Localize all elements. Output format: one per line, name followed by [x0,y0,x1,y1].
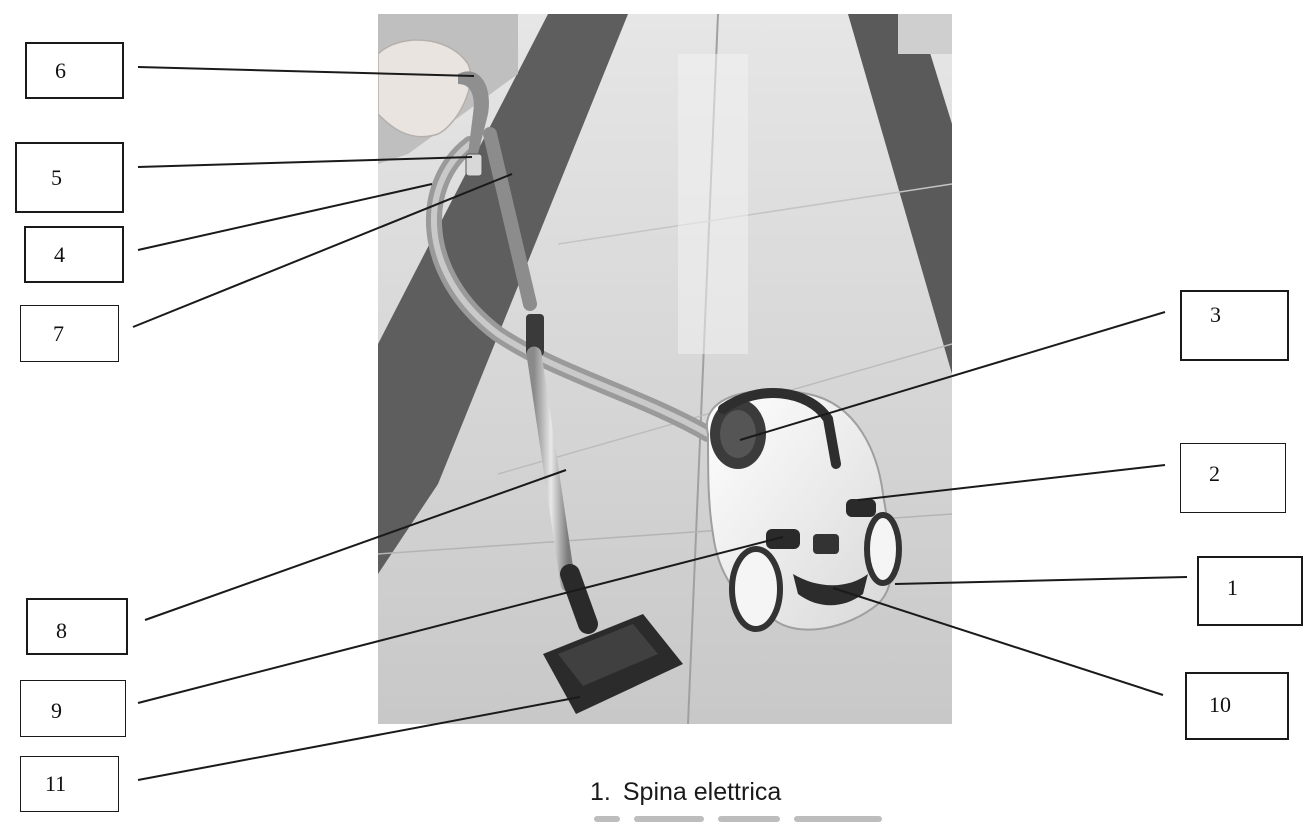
wheel-left [729,546,783,632]
dust-container-rim [720,410,756,458]
wheel-right [864,512,902,586]
callout-3-label: 3 [1210,301,1221,327]
power-button [766,529,800,549]
callout-10: 10 [1185,672,1289,740]
callout-4-label: 4 [54,241,65,267]
callout-9-label: 9 [51,697,62,723]
callout-3: 3 [1180,290,1289,361]
suction-control [465,153,483,177]
callout-5: 5 [15,142,124,213]
callout-7: 7 [20,305,119,362]
vacuum-cleaner-photo [378,14,952,724]
callout-9: 9 [20,680,126,737]
tube-lock [526,314,544,356]
callout-5-label: 5 [51,164,62,190]
callout-8: 8 [26,598,128,655]
callout-2-label: 2 [1209,461,1220,486]
callout-1: 1 [1197,556,1303,626]
callout-2: 2 [1180,443,1286,513]
legend-item-1-text: Spina elettrica [622,778,782,806]
callout-11: 11 [20,756,119,812]
callout-4: 4 [24,226,124,283]
callout-10-label: 10 [1209,692,1231,717]
handle [458,71,489,154]
tile-seam [557,183,952,245]
wall-right [898,14,952,54]
callout-7-label: 7 [53,320,64,346]
legend-item-1: 1. Spina elettrica [590,778,781,807]
callout-6-label: 6 [55,57,66,83]
callout-11-label: 11 [45,771,67,796]
hand [378,39,472,138]
legend-next-line-cropped [594,816,924,826]
floor-stripe-right [848,14,952,374]
callout-8-label: 8 [56,617,67,643]
legend-item-1-number: 1. [590,778,611,806]
center-vent [813,534,839,554]
callout-1-label: 1 [1227,575,1238,600]
floor-reflection [678,54,748,354]
cord-rewind-button [846,499,876,517]
callout-6: 6 [25,42,124,99]
